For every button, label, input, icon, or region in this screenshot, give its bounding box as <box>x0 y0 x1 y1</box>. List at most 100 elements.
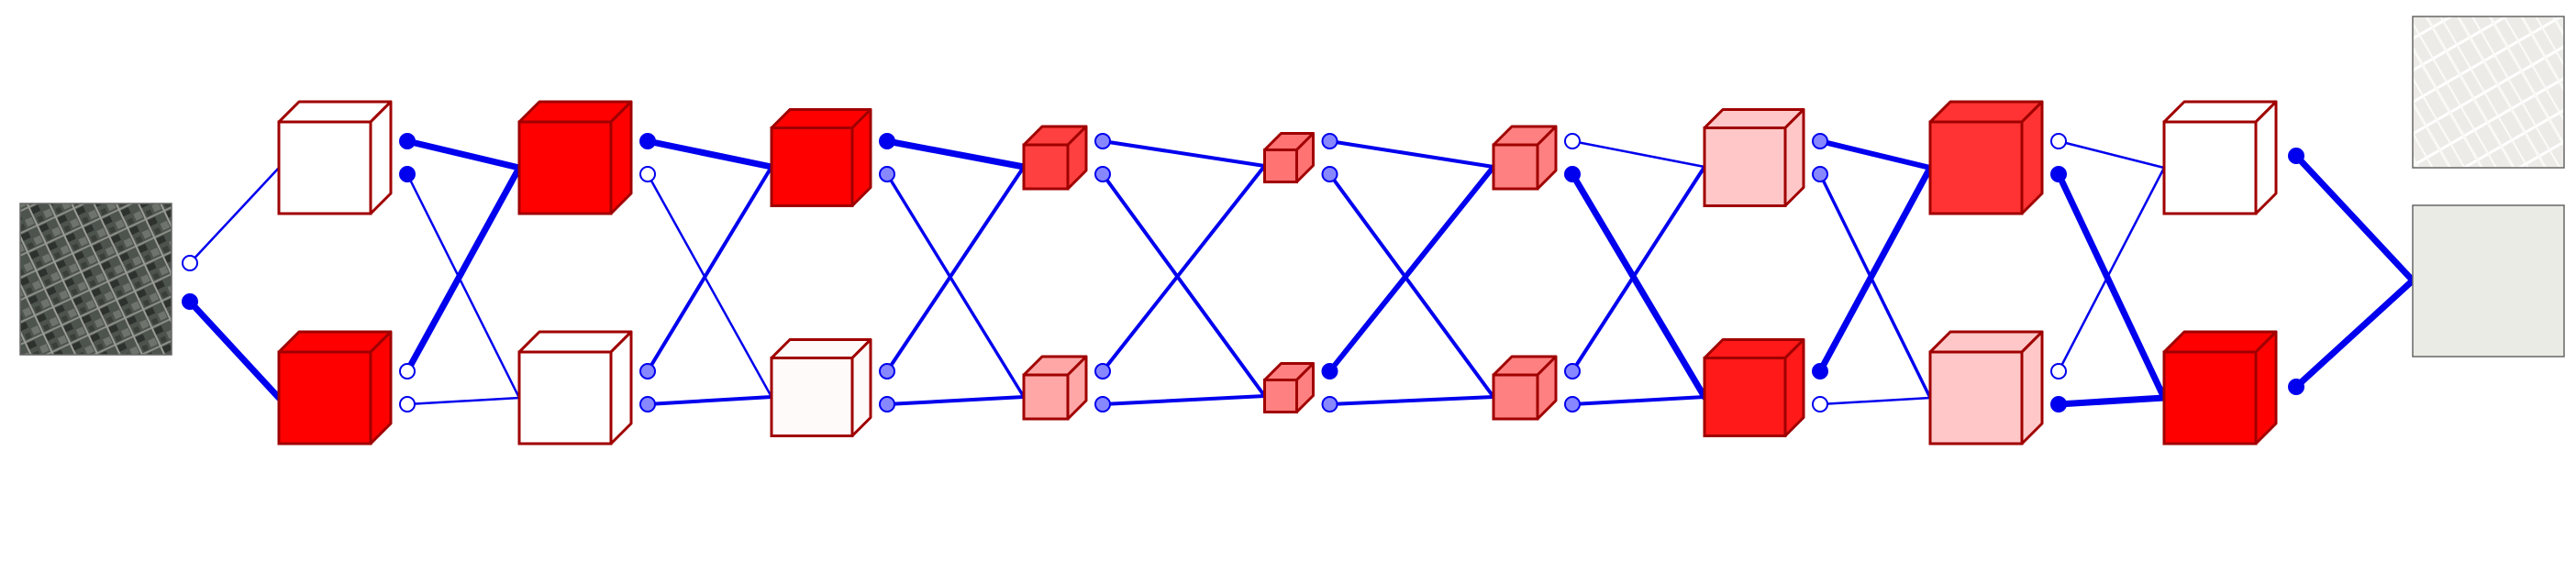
nodes-layer <box>182 133 2304 412</box>
cube-front-face <box>1928 120 2024 215</box>
cube-block <box>2162 100 2278 215</box>
switch-edge <box>2057 166 2166 373</box>
cube-front-face <box>770 126 854 207</box>
cube-front-face <box>1263 148 1298 183</box>
cube-block <box>1703 108 1805 207</box>
switch-edge <box>1101 164 1267 373</box>
output-road-map-image <box>2412 16 2565 169</box>
input-satellite-image <box>19 203 172 356</box>
cube-block <box>770 108 872 207</box>
cube-block <box>1928 100 2044 215</box>
cube-front-face <box>517 350 613 446</box>
cube-block <box>277 330 393 446</box>
cube-side-face <box>850 338 872 437</box>
cube-front-face <box>2162 120 2258 215</box>
switch-node <box>2050 133 2067 149</box>
switch-edge <box>1571 139 1706 169</box>
switch-edge <box>1571 165 1706 373</box>
switch-edge <box>1101 394 1267 406</box>
switch-edge <box>1569 170 1708 401</box>
switch-edge <box>885 395 1026 406</box>
switch-edge <box>186 298 283 402</box>
cube-front-face <box>517 120 613 215</box>
switch-edge <box>1327 395 1495 406</box>
switch-node <box>639 133 656 149</box>
cube-front-face <box>2162 350 2258 446</box>
cube-block <box>1492 125 1558 191</box>
switch-node <box>1321 396 1338 412</box>
cube-front-face <box>1263 379 1298 413</box>
switch-node <box>2288 148 2304 164</box>
cube-block <box>1928 330 2044 446</box>
cube-block <box>277 100 393 215</box>
switch-edge <box>2055 170 2168 402</box>
switch-edge <box>885 172 1026 399</box>
switch-node <box>1094 166 1111 182</box>
cube-side-face <box>2254 330 2278 446</box>
switch-node <box>182 293 198 310</box>
cube-block <box>1022 125 1088 191</box>
switch-edge <box>188 166 281 265</box>
switch-node <box>1812 363 1828 380</box>
cube-front-face <box>770 357 854 437</box>
switch-node <box>639 396 656 412</box>
cube-block <box>1263 362 1315 413</box>
switch-edge <box>1571 395 1706 406</box>
switch-node <box>1321 166 1338 182</box>
switch-node <box>1321 363 1338 380</box>
switch-node <box>2050 166 2067 182</box>
switch-node <box>1321 133 1338 149</box>
switch-node <box>1094 363 1111 380</box>
switch-node <box>1812 166 1828 182</box>
cube-front-face <box>1703 126 1787 207</box>
switch-node <box>1812 396 1828 412</box>
cube-front-face <box>1703 357 1787 437</box>
switch-edge <box>1817 138 1933 170</box>
cube-block <box>517 100 633 215</box>
switch-node <box>2288 379 2304 395</box>
images-layer <box>19 16 2565 358</box>
switch-node <box>2050 396 2067 412</box>
switch-edge <box>1327 172 1495 399</box>
switch-edge <box>2057 139 2166 170</box>
switch-edge <box>1327 139 1495 169</box>
switch-node <box>399 166 416 182</box>
cube-front-face <box>1022 143 1070 191</box>
switch-node <box>879 363 895 380</box>
switch-edge <box>2055 394 2168 408</box>
switch-edge <box>644 138 775 170</box>
switch-edge <box>1816 164 1934 375</box>
switch-edge <box>405 172 521 400</box>
switch-node <box>1564 133 1581 149</box>
cube-side-face <box>609 330 633 446</box>
switch-edge <box>2293 152 2416 284</box>
cube-front-face <box>1022 373 1070 421</box>
switch-node <box>399 396 416 412</box>
switch-node <box>639 166 656 182</box>
cube-front-face <box>1492 143 1539 191</box>
cube-front-face <box>1928 350 2024 446</box>
switch-node <box>1564 396 1581 412</box>
switch-node <box>879 133 895 149</box>
cube-block <box>2162 330 2278 446</box>
switch-edge <box>1327 164 1496 374</box>
cube-side-face <box>1783 108 1805 207</box>
switch-node <box>879 166 895 182</box>
cube-block <box>1703 338 1805 437</box>
edges-layer <box>186 138 2416 408</box>
cube-block <box>1492 355 1558 421</box>
switch-edge <box>646 172 773 399</box>
switch-node <box>1094 396 1111 412</box>
switch-node <box>1564 166 1581 182</box>
cube-side-face <box>2020 100 2044 215</box>
switch-edge <box>883 138 1027 170</box>
cube-front-face <box>277 120 372 215</box>
switch-edge <box>885 165 1026 373</box>
cube-side-face <box>369 330 393 446</box>
switch-node <box>399 133 416 149</box>
output-blank-map-image <box>2412 204 2565 358</box>
switch-edge <box>1101 139 1267 168</box>
switch-node <box>639 363 656 380</box>
cube-block <box>517 330 633 446</box>
